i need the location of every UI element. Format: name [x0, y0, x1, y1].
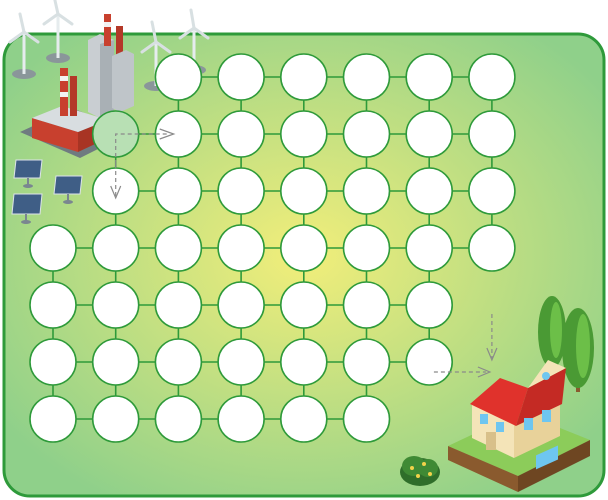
grid-node[interactable] [155, 54, 201, 100]
grid-node[interactable] [281, 111, 327, 157]
grid-node[interactable] [469, 168, 515, 214]
grid-node[interactable] [469, 54, 515, 100]
grid-node[interactable] [281, 225, 327, 271]
grid-node[interactable] [30, 396, 76, 442]
grid-node[interactable] [93, 282, 139, 328]
grid-node[interactable] [155, 111, 201, 157]
grid-node[interactable] [344, 111, 390, 157]
grid-node[interactable] [344, 54, 390, 100]
grid-node[interactable] [406, 225, 452, 271]
grid-node[interactable] [93, 339, 139, 385]
grid-node[interactable] [30, 282, 76, 328]
grid-node[interactable] [218, 168, 264, 214]
grid-node[interactable] [155, 396, 201, 442]
grid-node[interactable] [218, 111, 264, 157]
grid-node[interactable] [469, 111, 515, 157]
grid-node[interactable] [155, 225, 201, 271]
grid-node[interactable] [218, 225, 264, 271]
grid-node[interactable] [93, 225, 139, 271]
grid-node[interactable] [218, 54, 264, 100]
grid-node[interactable] [406, 339, 452, 385]
grid-node[interactable] [218, 339, 264, 385]
grid-node[interactable] [93, 396, 139, 442]
grid-node[interactable] [406, 282, 452, 328]
grid-node[interactable] [155, 282, 201, 328]
grid-node[interactable] [218, 282, 264, 328]
grid-node[interactable] [406, 111, 452, 157]
grid-node[interactable] [469, 225, 515, 271]
grid-node[interactable] [281, 282, 327, 328]
grid-node[interactable] [344, 168, 390, 214]
grid-node[interactable] [281, 168, 327, 214]
grid-node[interactable] [344, 339, 390, 385]
grid-node[interactable] [155, 168, 201, 214]
grid-node[interactable] [406, 168, 452, 214]
grid-node[interactable] [406, 54, 452, 100]
grid-node[interactable] [30, 225, 76, 271]
grid-node[interactable] [30, 339, 76, 385]
grid-node[interactable] [344, 396, 390, 442]
grid-node[interactable] [344, 225, 390, 271]
grid-node[interactable] [281, 54, 327, 100]
grid-node[interactable] [218, 396, 264, 442]
grid-node[interactable] [281, 396, 327, 442]
grid-node[interactable] [155, 339, 201, 385]
grid-node[interactable] [344, 282, 390, 328]
grid-node[interactable] [281, 339, 327, 385]
